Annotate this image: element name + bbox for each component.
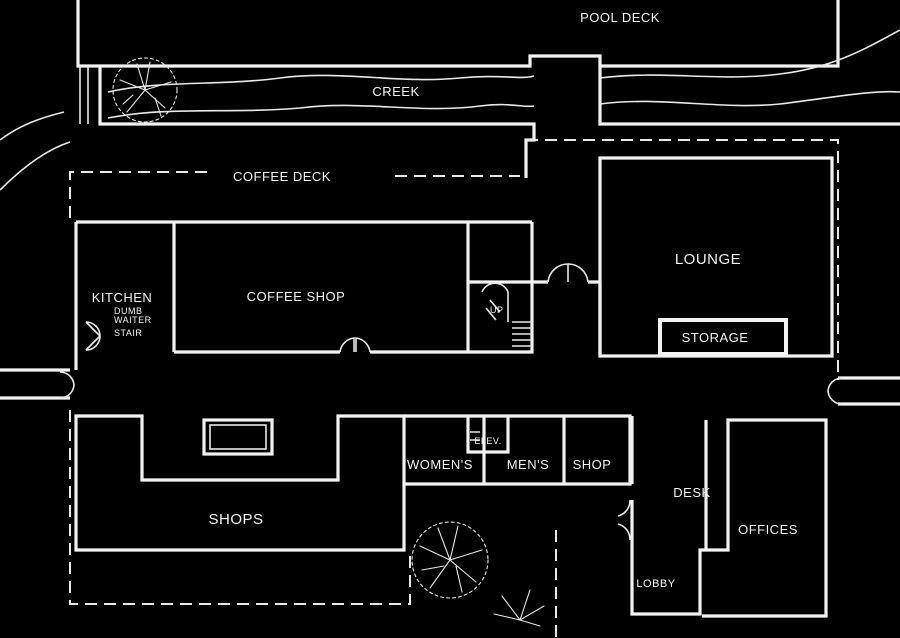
label-dumb: DUMB [114, 306, 143, 316]
label-storage: STORAGE [682, 330, 749, 345]
label-mens: MEN'S [507, 457, 550, 472]
coffee-deck-outline [69, 139, 839, 380]
label-shops: SHOPS [208, 511, 263, 528]
door-icon [59, 263, 843, 541]
label-up: UP [490, 305, 504, 315]
creek-banks [0, 29, 900, 191]
pool-deck-outline [76, 0, 840, 68]
building-walls [0, 156, 900, 618]
label-lounge: LOUNGE [675, 251, 741, 268]
label-shop: SHOP [573, 457, 612, 472]
label-coffee-shop: COFFEE SHOP [247, 289, 346, 304]
label-kitchen: KITCHEN [92, 290, 153, 305]
label-desk: DESK [673, 485, 710, 500]
label-elev: ELEV. [474, 436, 501, 446]
tree-icon [112, 57, 178, 123]
label-womens: WOMEN'S [407, 457, 473, 472]
stair-icon [85, 282, 532, 351]
label-stair: STAIR [114, 328, 142, 338]
lower-deck-outline [69, 410, 557, 638]
storage-room [658, 318, 788, 356]
tree-icon-corner [493, 589, 545, 627]
label-coffee-deck: COFFEE DECK [233, 169, 331, 184]
label-offices: OFFICES [738, 522, 798, 537]
label-waiter: WAITER [114, 315, 152, 325]
label-lobby: LOBBY [636, 578, 675, 590]
label-pool-deck: POOL DECK [580, 10, 660, 25]
label-creek: CREEK [372, 84, 419, 99]
room-labels: POOL DECK CREEK COFFEE DECK KITCHEN DUMB… [92, 10, 798, 590]
tree-icon-lower [411, 521, 489, 599]
